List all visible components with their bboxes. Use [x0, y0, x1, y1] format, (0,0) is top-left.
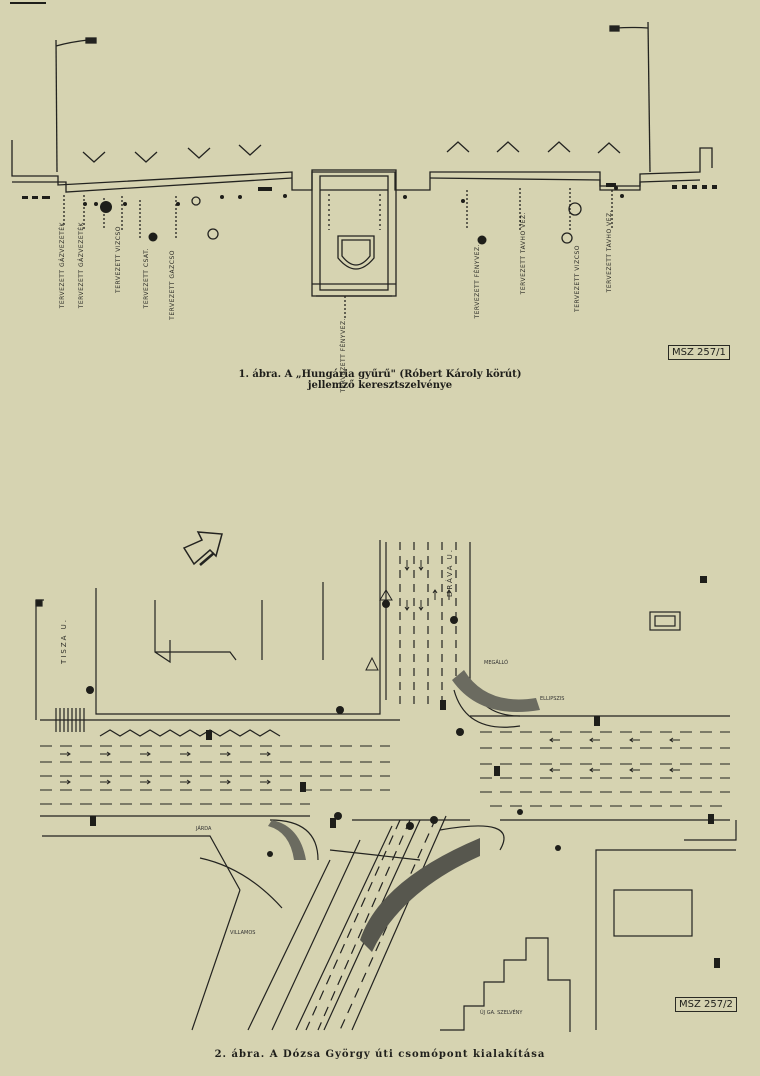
utility-label: TERVEZETT GÁZVEZETÉK	[59, 222, 66, 309]
central-structure-inner	[319, 175, 389, 291]
lane-chevron-up	[597, 142, 621, 154]
ns-lane-markings	[399, 542, 457, 710]
street-label-drava: DRÁVA U.	[446, 548, 454, 598]
street-label-tisza: TISZA U.	[60, 618, 68, 664]
zigzag-edge	[99, 729, 281, 737]
lane-chevron-down	[187, 147, 211, 159]
lane-chevron-up	[446, 141, 470, 153]
left-lamp-head	[85, 37, 97, 44]
utility-label: TERVEZETT CSAT.	[143, 248, 150, 309]
lane-chevron-down	[134, 151, 158, 163]
figure-1-caption-line-2: jellemző keresztszelvénye	[307, 380, 453, 391]
kiosk-outline	[649, 611, 681, 631]
road-surface	[11, 140, 713, 191]
utility-label: TERVEZETT GÁZVEZETÉK	[78, 222, 85, 309]
central-shield	[337, 235, 375, 270]
lane-markings	[40, 731, 730, 807]
map-tag: ELLIPSZIS	[540, 696, 565, 702]
cross-section-drawing	[10, 2, 717, 318]
lane-chevron-down	[82, 151, 106, 163]
standard-code-2: MSZ 257/2	[675, 997, 737, 1012]
standard-code-1: MSZ 257/1	[668, 345, 730, 360]
central-structure-outer	[311, 169, 397, 297]
utility-label: TERVEZETT TÁVHŐ VEZ.	[520, 212, 527, 295]
figure-1-caption-line-1: 1. ábra. A „Hungária gyűrű" (Róbert Káro…	[238, 369, 522, 380]
building-outline	[95, 540, 381, 715]
utility-label: TERVEZETT VÍZCSŐ	[574, 245, 581, 312]
corner-curve-sw	[269, 819, 319, 861]
figure-1-cross-section: TERVEZETT GÁZVEZETÉK TERVEZETT GÁZVEZETÉ…	[0, 0, 760, 400]
left-lamp-arm	[55, 39, 89, 47]
left-lamp-post	[55, 39, 58, 173]
pipe-marker	[477, 235, 487, 245]
stepped-building	[440, 937, 571, 1032]
map-tag: MEGÁLLÓ	[484, 660, 509, 666]
planted-strip	[360, 838, 480, 952]
inner-building	[613, 889, 693, 937]
utility-label: TERVEZETT VÍZCSŐ	[115, 226, 122, 293]
lane-chevron-up	[547, 141, 571, 153]
lane-chevron-down	[238, 144, 262, 156]
map-tag: JÁRDA	[196, 826, 212, 832]
pipe-marker	[100, 201, 112, 213]
north-arrow	[182, 531, 223, 566]
lane-chevron-up	[496, 141, 520, 153]
figure-2-caption: 2. ábra. A Dózsa György úti csomópont ki…	[214, 1049, 546, 1060]
road-base-right	[429, 177, 701, 191]
map-tag: ÚJ GA. SZELVÉNY	[480, 1010, 523, 1016]
right-lamp-head	[609, 25, 620, 32]
road-base	[12, 177, 293, 193]
right-lamp-arm	[615, 26, 649, 29]
utility-label: TERVEZETT GÁZCSŐ	[169, 250, 176, 320]
utility-label: TERVEZETT FÉNYVEZ.	[474, 244, 481, 319]
map-tag: VILLAMOS	[230, 930, 256, 936]
junction-plan-drawing	[35, 531, 737, 1032]
utility-label: TERVEZETT TÁVHŐ VEZ.	[606, 210, 613, 293]
pipe-marker	[148, 232, 158, 242]
figure-2-junction-plan: TISZA U. DRÁVA U. MEGÁLLÓ JÁRDA ELLIPSZI…	[0, 520, 760, 1076]
figure-1-caption: 1. ábra. A „Hungária gyűrű" (Róbert Káro…	[0, 369, 760, 391]
right-lamp-post	[647, 21, 651, 173]
